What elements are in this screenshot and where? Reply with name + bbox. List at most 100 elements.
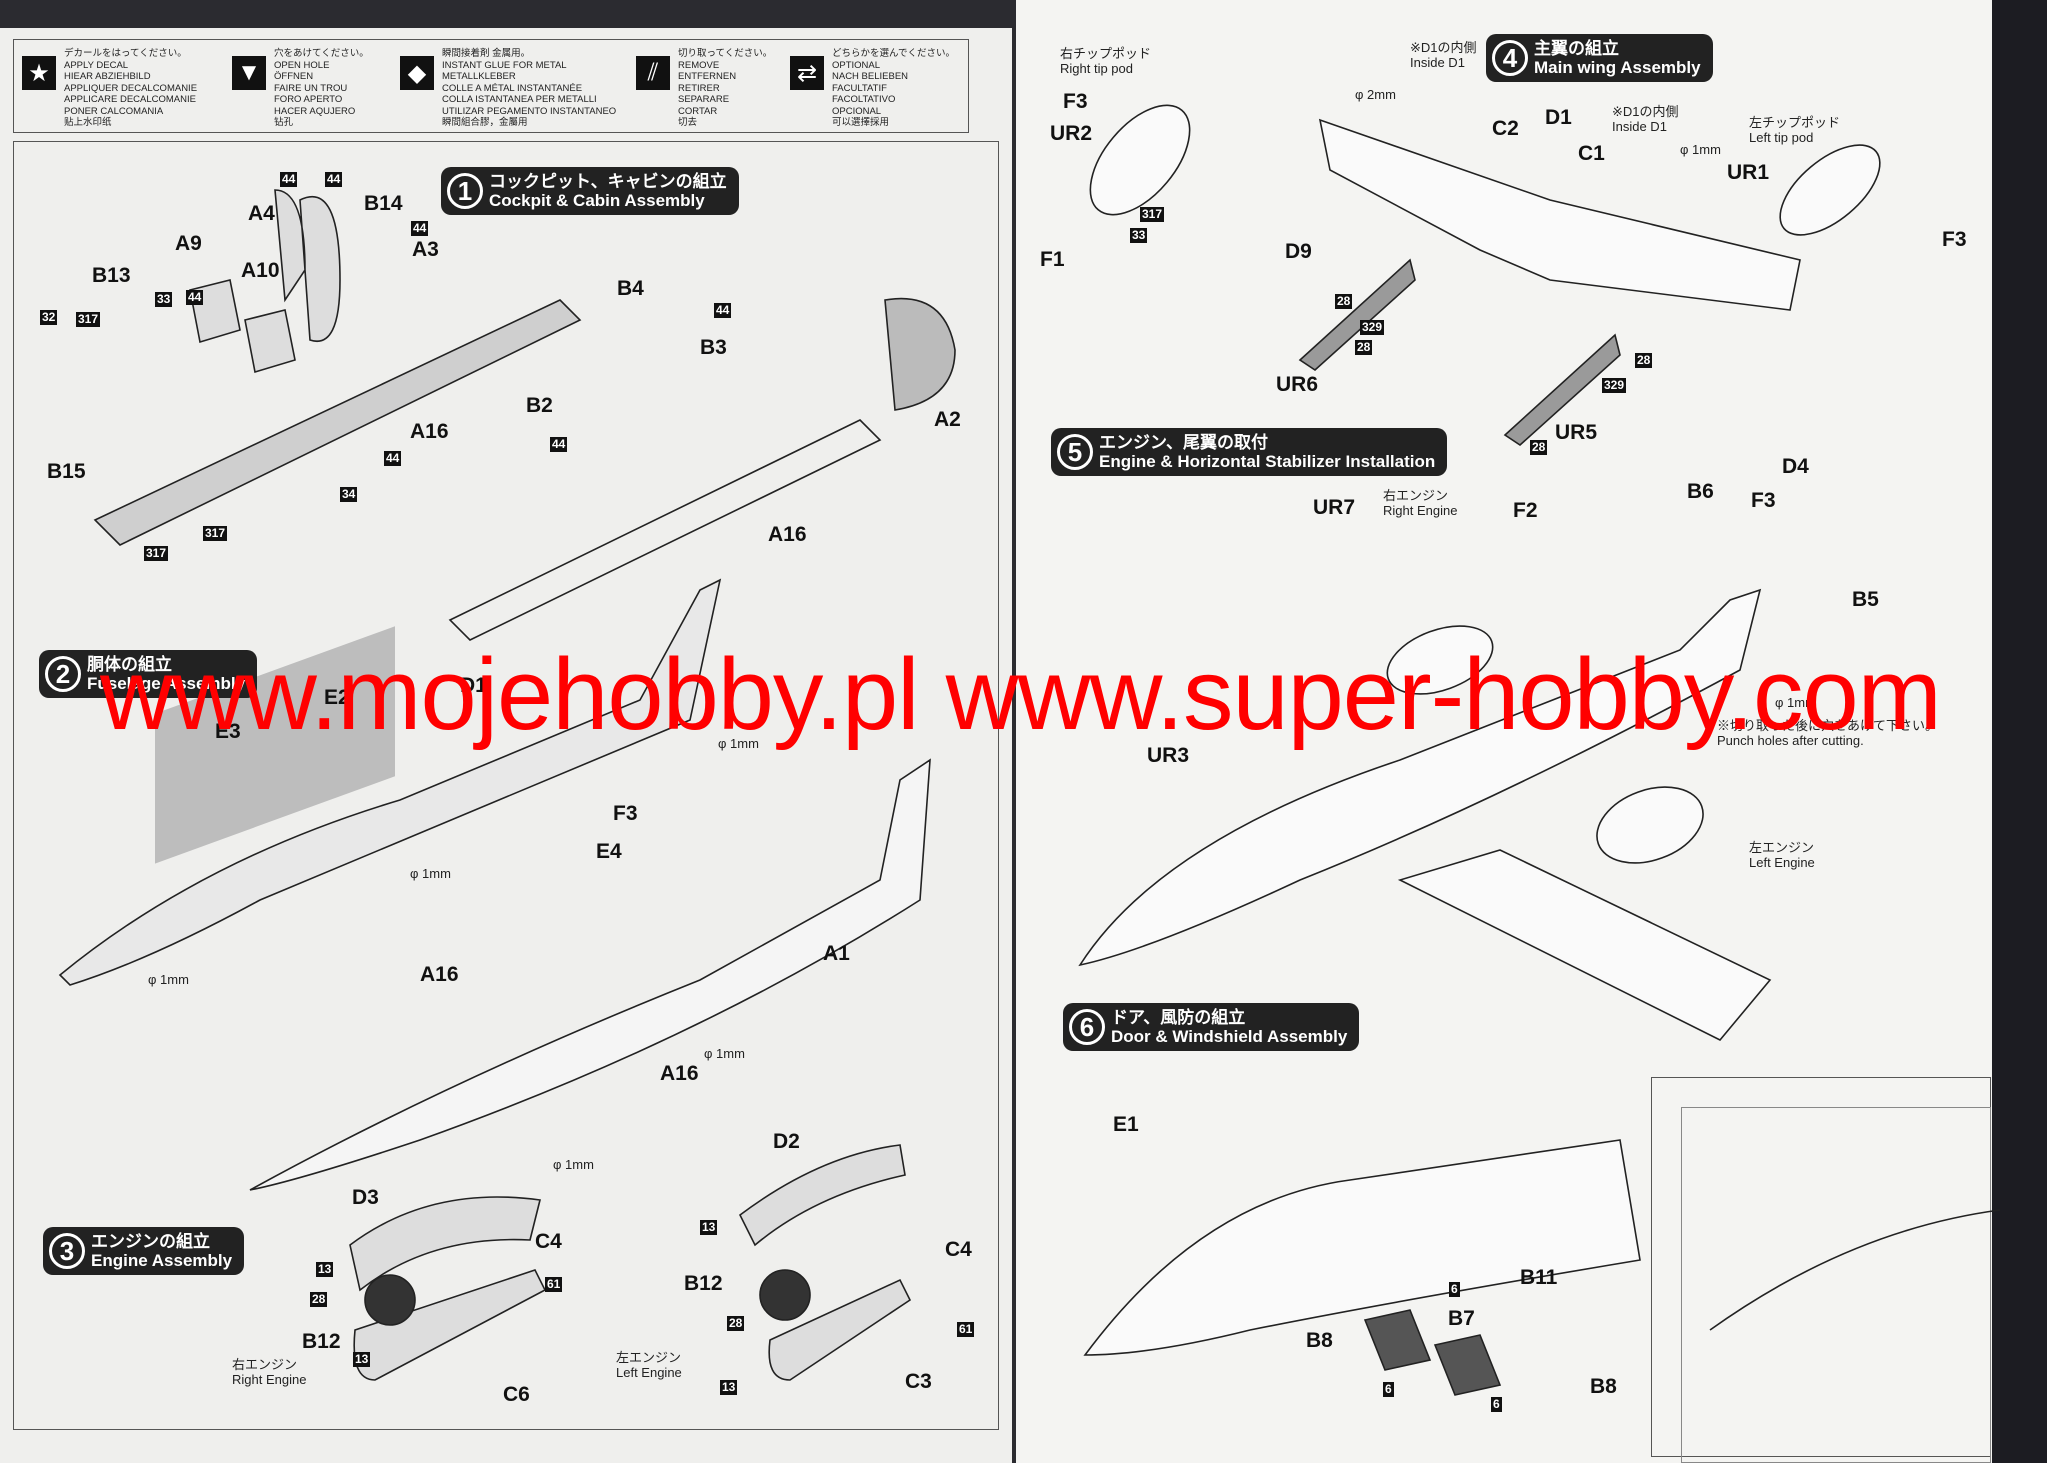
part-label-a16: A16: [660, 1062, 699, 1085]
part-label-f1: F1: [1040, 248, 1065, 271]
part-label-c3: C3: [905, 1370, 932, 1393]
fuselage-gray-section: [155, 626, 395, 864]
decal-number-badge: 44: [384, 451, 402, 466]
legend-line: OPEN HOLE: [274, 59, 330, 71]
bulkhead-drawing: [274, 189, 341, 342]
decal-number-badge: 33: [1130, 228, 1148, 243]
step-title-en: Fuselage Assembly: [87, 674, 246, 693]
part-label-c6: C6: [503, 1383, 530, 1406]
part-label-f3: F3: [1942, 228, 1967, 251]
decal-number-badge: 329: [1360, 320, 1385, 335]
nose-fuselage-drawing: [1083, 1139, 1641, 1356]
legend-line: 钻孔: [274, 117, 294, 128]
decal-number-badge: 44: [714, 303, 732, 318]
decal-number-badge: 28: [1635, 353, 1653, 368]
part-label-c4: C4: [945, 1238, 972, 1261]
part-label-b12: B12: [684, 1272, 723, 1295]
part-label-a16: A16: [768, 523, 807, 546]
right-engine-nacelle-drawing: [349, 1196, 547, 1381]
legend-line: 瞬間接着剤 金属用。: [442, 48, 531, 59]
part-label-a1: A1: [823, 942, 850, 965]
decal-number-badge: 61: [957, 1322, 975, 1337]
hole-size-note: φ 1mm: [704, 1046, 745, 1061]
hole-size-note: φ 1mm: [718, 736, 759, 751]
hole-size-note: φ 1mm: [1680, 142, 1721, 157]
part-label-ur7: UR7: [1313, 496, 1356, 519]
decal-number-badge: 6: [1449, 1282, 1460, 1297]
legend-line: FACULTATIF: [832, 82, 887, 94]
left-panel-frame: [13, 141, 999, 1430]
step-title-jp: 主翼の組立: [1534, 39, 1619, 58]
legend-line: HACER AQUJERO: [274, 105, 356, 117]
note-en: Inside D1: [1612, 119, 1667, 134]
hole-size-note: φ 1mm: [553, 1157, 594, 1172]
part-label-b3: B3: [700, 336, 727, 359]
legend-line: 贴上水印纸: [64, 117, 112, 128]
legend-line: PONER CALCOMANIA: [64, 105, 164, 117]
note-jp: 左チップポッド: [1749, 115, 1841, 130]
right-engine-drawing: [1386, 625, 1494, 695]
note-jp: 右エンジン: [1383, 488, 1449, 503]
legend-line: RETIRER: [678, 82, 720, 94]
legend-line: 切り取ってください。: [678, 48, 773, 59]
decal-number-badge: 28: [1335, 294, 1353, 309]
step-title-jp: コックピット、キャビンの組立: [489, 172, 727, 191]
decal-number-badge: 61: [545, 1277, 563, 1292]
hole-size-note: φ 1mm: [1775, 695, 1816, 710]
legend-line: CORTAR: [678, 105, 718, 117]
part-label-d3: D3: [352, 1186, 379, 1209]
step-title-jp: ドア、風防の組立: [1111, 1008, 1246, 1027]
part-label-f3: F3: [613, 802, 638, 825]
part-label-c1: C1: [1578, 142, 1605, 165]
legend-line: 可以選擇採用: [832, 117, 890, 128]
legend-line: FACOLTATIVO: [832, 94, 896, 105]
legend-line: METALLKLEBER: [442, 71, 516, 82]
note-jp: 左エンジン: [616, 1350, 682, 1365]
legend-line: 切去: [678, 117, 698, 128]
note-en: Left Engine: [1749, 855, 1815, 870]
decal-number-badge: 317: [144, 546, 169, 561]
part-label-d1: D1: [1545, 106, 1572, 129]
decal-number-badge: 33: [155, 292, 173, 307]
part-label-e1: E1: [1113, 1113, 1139, 1136]
note-en: Right tip pod: [1060, 61, 1133, 76]
optional-arrows-icon: ⇄: [790, 56, 824, 90]
right-tip-pod-drawing: [1089, 104, 1191, 216]
decal-number-badge: 44: [186, 290, 204, 305]
note-jp: ※切り取った後に穴をあけて下さい。: [1717, 718, 1939, 733]
step-title-jp: エンジン、尾翼の取付: [1099, 433, 1268, 452]
step-number: 4: [1492, 40, 1528, 76]
note-en: Left tip pod: [1749, 130, 1814, 145]
part-label-b7: B7: [1448, 1307, 1475, 1330]
legend-line: APPLY DECAL: [64, 59, 129, 71]
step-number: 3: [49, 1233, 85, 1269]
part-label-d9: D9: [1285, 240, 1312, 263]
aircraft-wing-drawing: [1397, 849, 1772, 1041]
part-label-b6: B6: [1687, 480, 1714, 503]
note-jp: 右エンジン: [232, 1357, 298, 1372]
part-label-a4: A4: [248, 202, 275, 225]
part-label-a16: A16: [420, 963, 459, 986]
part-label-ur3: UR3: [1147, 744, 1190, 767]
note-en: Right Engine: [232, 1372, 307, 1387]
decal-number-badge: 28: [310, 1292, 328, 1307]
step-number: 2: [45, 656, 81, 692]
legend-line: ÖFFNEN: [274, 71, 314, 82]
part-label-a2: A2: [934, 408, 961, 431]
note-en: Punch holes after cutting.: [1717, 733, 1864, 748]
step-number: 6: [1069, 1009, 1105, 1045]
